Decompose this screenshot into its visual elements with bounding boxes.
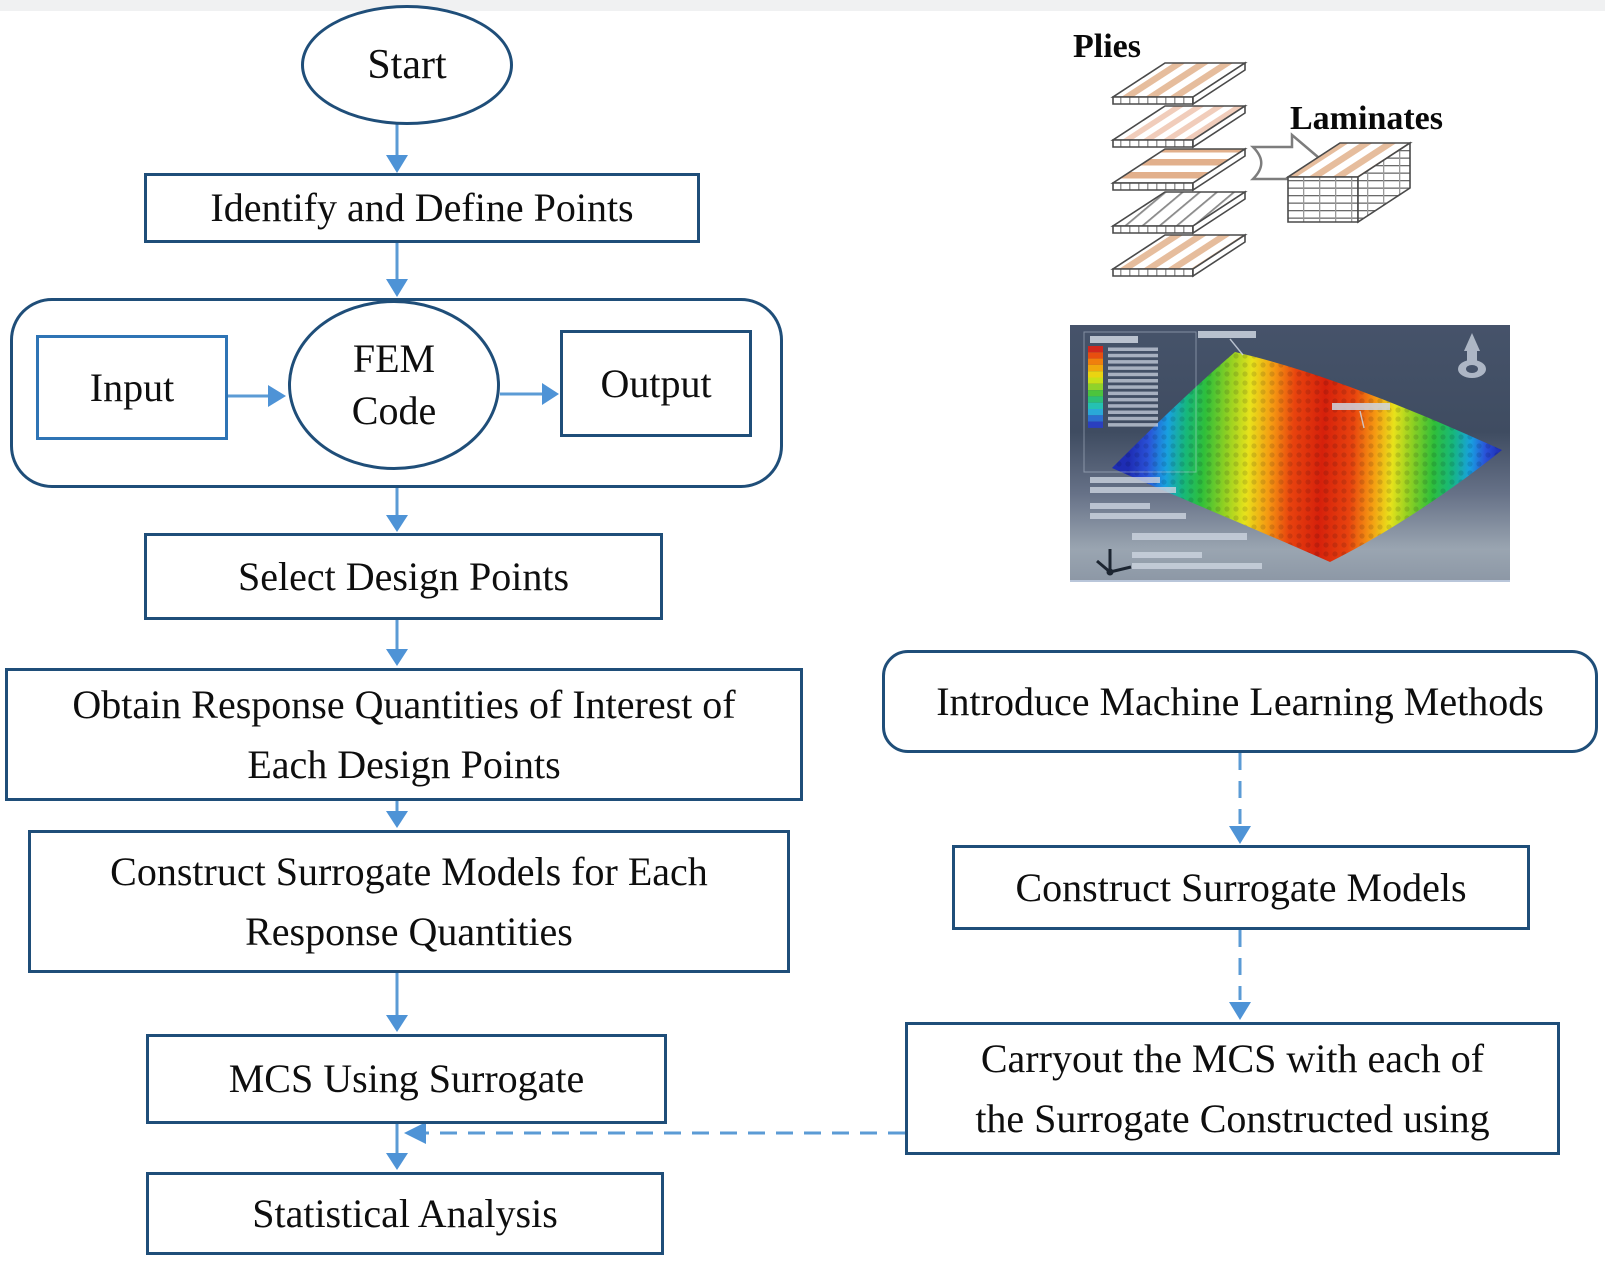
fea-contour-svg [1083,331,1502,576]
arrow-mcs-to-statistical [386,1124,408,1170]
introduce-ml-methods-box: Introduce Machine Learning Methods [882,650,1598,753]
triad-axes-icon [1096,549,1132,576]
ply-3 [1110,147,1248,192]
ply-4 [1110,190,1248,235]
legend-swatches [1088,346,1158,428]
legend-title-bar [1090,336,1138,343]
laminates-label: Laminates [1290,100,1443,137]
dashed-arrow-introduce-to-construct [1229,753,1251,844]
arrow-femgroup-to-select [386,488,408,532]
fem-group-container [10,298,783,488]
input-box: Input [36,335,228,440]
arrow-construct-to-mcs [386,973,408,1032]
arrow-select-to-obtain [386,620,408,666]
top-gray-strip [0,0,1605,11]
contour-annotations [1198,331,1390,429]
fem-code-node: FEM Code [288,300,500,470]
arrow-identify-to-femgroup [386,243,408,297]
carryout-line2: the Surrogate Constructed using [975,1095,1490,1141]
obtain-line1: Obtain Response Quantities of Interest o… [72,681,736,727]
construct-left-line2: Response Quantities [245,908,573,954]
introduce-label: Introduce Machine Learning Methods [936,678,1544,724]
select-design-points-box: Select Design Points [144,533,663,620]
obtain-line2: Each Design Points [247,741,561,787]
arrow-obtain-to-construct [386,801,408,828]
ply-1 [1110,61,1248,106]
carryout-mcs-box: Carryout the MCS with each of the Surrog… [905,1022,1560,1155]
construct-surrogate-models-box: Construct Surrogate Models [952,845,1530,930]
dashed-arrow-carryout-to-mcs-junction [404,1122,905,1144]
ply-2 [1110,104,1248,149]
fem-code-line1: FEM [352,336,436,381]
obtain-response-quantities-box: Obtain Response Quantities of Interest o… [5,668,803,801]
input-label: Input [89,364,175,410]
output-box: Output [560,330,752,437]
contour-surface [1112,352,1502,562]
contour-footer-text [1132,533,1262,569]
arrow-femcode-to-output [500,383,559,405]
left-flow-connectors [228,121,559,1170]
fea-contour-image [1070,325,1510,582]
right-flow-connectors [404,753,1251,1144]
compass-icon [1458,333,1486,378]
arrow-input-to-femcode [228,385,286,407]
statistical-analysis-box: Statistical Analysis [146,1172,664,1255]
laminate-block [1285,141,1413,224]
mcs-using-surrogate-box: MCS Using Surrogate [146,1034,667,1124]
plies-illustration [1110,61,1248,278]
construct-right-label: Construct Surrogate Models [1015,864,1467,910]
contour-legend [1083,331,1197,519]
start-label: Start [367,41,447,88]
identify-define-points-box: Identify and Define Points [144,173,700,243]
plies-label: Plies [1073,28,1141,65]
output-label: Output [600,360,712,406]
carryout-line1: Carryout the MCS with each of [980,1035,1485,1081]
dashed-arrow-construct-to-carryout [1229,930,1251,1020]
statistical-label: Statistical Analysis [252,1190,558,1236]
construct-left-line1: Construct Surrogate Models for Each [110,848,708,894]
mcs-label: MCS Using Surrogate [228,1056,585,1101]
arrow-start-to-identify [386,121,408,173]
identify-label: Identify and Define Points [210,185,634,230]
ply-5 [1110,233,1248,278]
fem-code-line2: Code [351,388,437,433]
construct-surrogate-models-each-box: Construct Surrogate Models for Each Resp… [28,830,790,973]
select-label: Select Design Points [237,553,570,599]
start-node: Start [301,5,513,125]
